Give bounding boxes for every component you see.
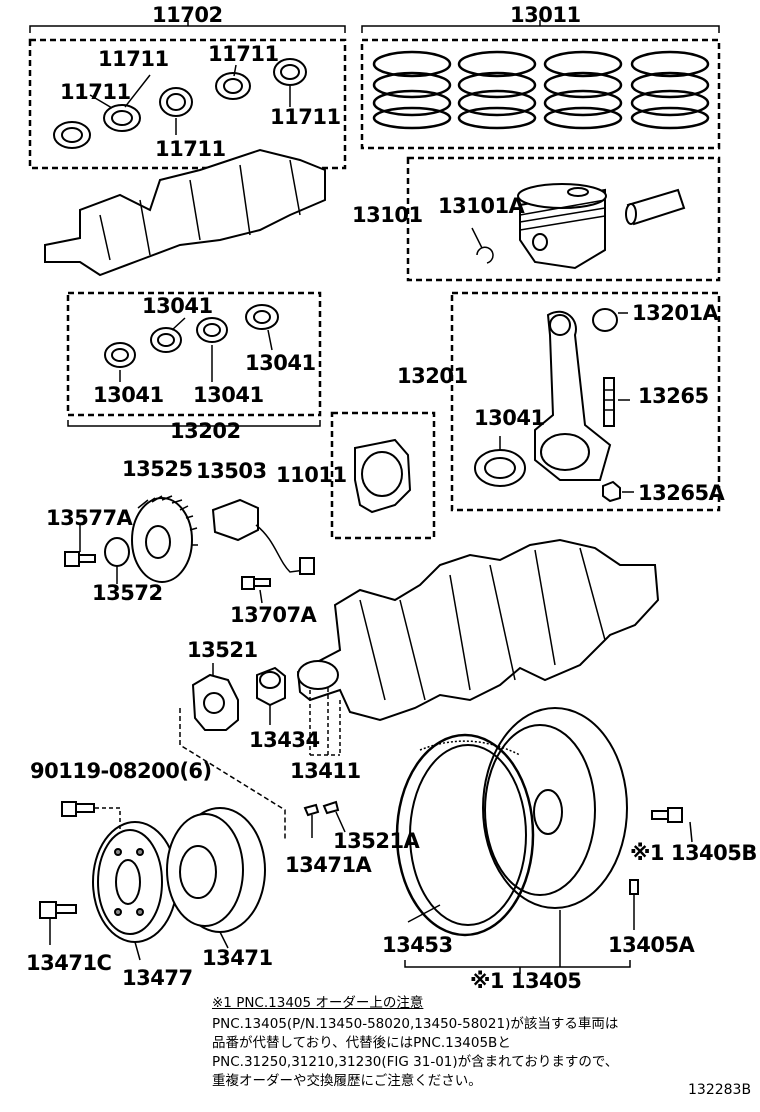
note-line-4: 重複オーダーや交換履歴にご注意ください。 bbox=[212, 1073, 482, 1089]
oil-pump-drive-gear-icon bbox=[256, 666, 286, 707]
label-13041-a: 13041 bbox=[142, 294, 213, 318]
label-11711-a: 11711 bbox=[98, 47, 169, 71]
note-line-1: PNC.13405(P/N.13450-58020,13450-58021)が該… bbox=[212, 1016, 619, 1032]
label-11711-d: 11711 bbox=[270, 105, 341, 129]
label-13405B: ※1 13405B bbox=[630, 841, 757, 865]
pin-13405A-icon bbox=[629, 879, 639, 895]
label-13521: 13521 bbox=[187, 638, 258, 662]
group-box-13011 bbox=[360, 38, 721, 150]
label-11011: 11011 bbox=[276, 463, 347, 487]
key-icon bbox=[303, 800, 340, 817]
bolt-90119-icon bbox=[61, 801, 95, 817]
group-box-13201 bbox=[450, 291, 721, 512]
conrod-bearing-icon bbox=[104, 304, 279, 368]
label-13521A: 13521A bbox=[333, 829, 421, 853]
note-line-2: 品番が代替しており、代替後にはPNC.13405Bと bbox=[212, 1035, 511, 1051]
label-13041-c: 13041 bbox=[93, 383, 164, 407]
ring-gear-icon bbox=[395, 733, 535, 937]
label-11702: 11702 bbox=[152, 3, 223, 27]
vibration-damper-icon bbox=[166, 807, 266, 933]
rod-bolt-icon bbox=[603, 377, 615, 427]
piston-pin-icon bbox=[625, 188, 686, 226]
crank-gear-icon bbox=[191, 673, 239, 731]
snap-ring-icon bbox=[476, 246, 494, 264]
label-13202: 13202 bbox=[170, 419, 241, 443]
crank-sensor-icon bbox=[211, 498, 315, 575]
plate-13572-icon bbox=[104, 537, 130, 567]
bolt-13471C-icon bbox=[39, 901, 77, 919]
label-13525: 13525 bbox=[122, 457, 193, 481]
label-13411: 13411 bbox=[290, 759, 361, 783]
crank-pulley-icon bbox=[92, 821, 178, 943]
label-11711-e: 11711 bbox=[155, 137, 226, 161]
label-13041-b: 13041 bbox=[245, 351, 316, 375]
crankshaft-icon bbox=[296, 538, 660, 722]
main-bearing-icon bbox=[53, 58, 307, 149]
label-13101: 13101 bbox=[352, 203, 423, 227]
bolt-13405B-icon bbox=[651, 807, 683, 823]
label-13265A: 13265A bbox=[638, 481, 726, 505]
label-13434: 13434 bbox=[249, 728, 320, 752]
connecting-rod-icon bbox=[534, 310, 612, 481]
label-13572: 13572 bbox=[92, 581, 163, 605]
label-13707A: 13707A bbox=[230, 603, 318, 627]
note-line-3: PNC.31250,31210,31230(FIG 31-01)が含まれておりま… bbox=[212, 1054, 619, 1070]
flywheel-icon bbox=[482, 707, 628, 909]
label-13405: ※1 13405 bbox=[470, 969, 581, 993]
label-13201A: 13201A bbox=[632, 301, 720, 325]
group-box-11011 bbox=[330, 411, 436, 540]
label-13453: 13453 bbox=[382, 933, 453, 957]
bolt-13577A-icon bbox=[64, 551, 96, 567]
group-box-11702 bbox=[28, 38, 347, 170]
rod-nut-icon bbox=[602, 480, 621, 503]
piston-icon bbox=[517, 183, 607, 270]
label-13503: 13503 bbox=[196, 459, 267, 483]
crankshaft-ghost-icon bbox=[44, 148, 326, 277]
label-13471: 13471 bbox=[202, 946, 273, 970]
label-13405A: 13405A bbox=[608, 933, 696, 957]
group-box-13101 bbox=[406, 156, 721, 282]
label-90119-08200: 90119-08200(6) bbox=[30, 759, 212, 783]
label-13201: 13201 bbox=[397, 364, 468, 388]
label-11711-c: 11711 bbox=[60, 80, 131, 104]
label-13041-d: 13041 bbox=[193, 383, 264, 407]
thrust-washer-icon bbox=[354, 438, 412, 514]
label-11711-b: 11711 bbox=[208, 42, 279, 66]
timing-gear-icon bbox=[131, 495, 198, 583]
label-13101A: 13101A bbox=[438, 194, 526, 218]
bolt-13707A-icon bbox=[241, 576, 271, 590]
label-13577A: 13577A bbox=[46, 506, 134, 530]
label-13477: 13477 bbox=[122, 966, 193, 990]
figure-id: 132283B bbox=[688, 1082, 752, 1098]
piston-rings-icon bbox=[372, 50, 710, 130]
label-13011: 13011 bbox=[510, 3, 581, 27]
label-13041-e: 13041 bbox=[474, 406, 545, 430]
note-title: ※1 PNC.13405 オーダー上の注意 bbox=[212, 995, 424, 1011]
label-13471C: 13471C bbox=[26, 951, 112, 975]
label-13471A: 13471A bbox=[285, 853, 373, 877]
label-13265: 13265 bbox=[638, 384, 709, 408]
group-box-13202 bbox=[66, 291, 322, 417]
